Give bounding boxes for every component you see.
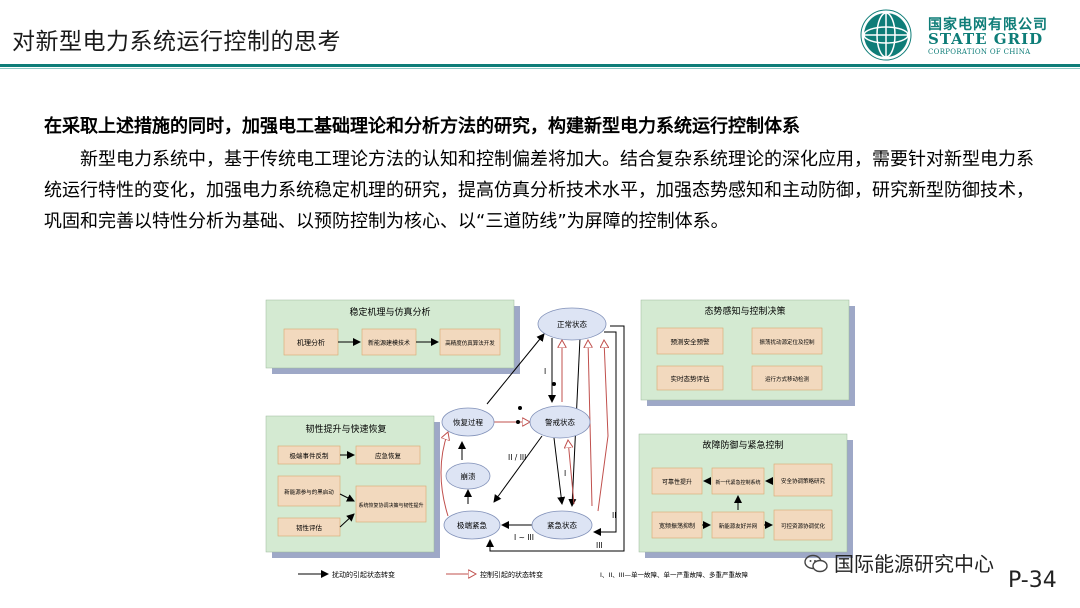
- legend-disturbance: 扰动的引起状态转变: [332, 570, 395, 579]
- legend-control: 控制引起的状态转变: [480, 570, 543, 579]
- state-extreme: 极端紧急: [443, 510, 501, 540]
- state-normal-label: 正常状态: [557, 319, 587, 329]
- box-resilience-assessment: 韧性评估: [296, 523, 323, 532]
- state-collapse: 崩溃: [445, 462, 491, 490]
- box-new-emergency-control: 新一代紧急控制系统: [715, 479, 760, 486]
- box-operation-detection: 运行方式移动检测: [765, 375, 810, 383]
- box-oscillation-source: 振荡扰动源定位及控制: [759, 338, 815, 346]
- wechat-icon: [804, 554, 828, 573]
- box-friendly-grid: 新能源友好并网: [719, 522, 758, 530]
- state-recovery-label: 恢复过程: [453, 417, 483, 427]
- box-black-start: 新能源参与的黑启动: [284, 488, 334, 496]
- panel-fault: 故障防御与紧急控制 可靠性提升 新一代紧急控制系统 安全协调策略研究 宽频振荡抑…: [638, 433, 853, 558]
- state-emergency: 紧急状态: [531, 510, 593, 540]
- panel-resilience: 韧性提升与快速恢复 极端事件反制 应急恢复 新能源参与的黑启动 系统恢复协调决策…: [265, 415, 440, 558]
- box-realtime-assessment: 实时态势评估: [671, 374, 711, 383]
- box-simulation-algorithm: 高精度仿真算法开发: [445, 339, 495, 347]
- state-alert: 警戒状态: [529, 405, 591, 439]
- label-i-iii: I ~ III: [514, 533, 534, 542]
- box-controllable-resources: 可控资源协调优化: [781, 522, 826, 530]
- label-iii: III: [596, 541, 603, 550]
- page-number: P-34: [1008, 568, 1057, 593]
- logo-english-name: STATE GRID: [928, 30, 1044, 48]
- state-grid-logo: 国家电网有限公司 STATE GRID CORPORATION OF CHINA: [858, 8, 1073, 62]
- state-transitions: [440, 325, 625, 552]
- box-security-warning: 预测安全预警: [671, 337, 711, 346]
- box-renewable-modeling: 新能源建模技术: [368, 339, 410, 347]
- panel-situation: 态势感知与控制决策 预测安全预警 振荡扰动源定位及控制 实时态势评估 运行方式移…: [640, 299, 855, 406]
- label-i-top: I: [544, 367, 546, 376]
- state-recovery: 恢复过程: [441, 407, 495, 437]
- control-system-diagram: 稳定机理与仿真分析 机理分析 新能源建模技术 高精度仿真算法开发 态势感知与控制…: [265, 299, 855, 579]
- title-divider-thin: [0, 68, 1080, 69]
- box-oscillation-suppression: 宽频振荡抑制: [659, 522, 695, 530]
- panel-fault-title: 故障防御与紧急控制: [702, 439, 783, 451]
- logo-chinese-name: 国家电网有限公司: [928, 17, 1048, 33]
- box-recovery-decision: 系统恢复协调决策与韧性提升: [358, 502, 423, 509]
- body-paragraph: 新型电力系统中，基于传统电工理论方法的认知和控制偏差将加大。结合复杂系统理论的深…: [44, 149, 1034, 232]
- panel-resilience-title: 韧性提升与快速恢复: [305, 423, 386, 435]
- slide-title: 对新型电力系统运行控制的思考: [12, 29, 341, 55]
- legend-levels: I、II、III—单一故障、单一严重故障、多重严重故障: [600, 570, 749, 579]
- box-extreme-event: 极端事件反制: [290, 451, 330, 460]
- logo-english-subtitle: CORPORATION OF CHINA: [928, 48, 1031, 56]
- label-i-mid: I: [564, 469, 566, 478]
- label-ii: II: [612, 511, 616, 520]
- globe-icon: [860, 9, 912, 61]
- section-heading: 在采取上述措施的同时，加强电工基础理论和分析方法的研究，构建新型电力系统运行控制…: [44, 116, 800, 137]
- diagram-legend: 扰动的引起状态转变 控制引起的状态转变 I、II、III—单一故障、单一严重故障…: [298, 570, 749, 579]
- panel-situation-title: 态势感知与控制决策: [704, 305, 785, 317]
- state-extreme-label: 极端紧急: [457, 520, 487, 530]
- title-divider: [0, 64, 1080, 67]
- wechat-watermark: 国际能源研究中心: [804, 548, 994, 577]
- box-emergency-recovery: 应急恢复: [375, 451, 402, 460]
- panel-stability: 稳定机理与仿真分析 机理分析 新能源建模技术 高精度仿真算法开发: [265, 299, 520, 374]
- box-mechanism-analysis: 机理分析: [297, 338, 325, 347]
- box-reliability: 可靠性提升: [662, 478, 692, 486]
- state-normal: 正常状态: [537, 307, 607, 341]
- panel-stability-title: 稳定机理与仿真分析: [349, 306, 430, 318]
- box-security-coordination: 安全协调策略研究: [781, 477, 826, 485]
- watermark-text: 国际能源研究中心: [834, 552, 994, 576]
- label-ii-iii: II / III: [508, 453, 526, 462]
- state-emergency-label: 紧急状态: [547, 520, 577, 530]
- state-alert-label: 警戒状态: [545, 417, 575, 427]
- state-collapse-label: 崩溃: [461, 471, 476, 481]
